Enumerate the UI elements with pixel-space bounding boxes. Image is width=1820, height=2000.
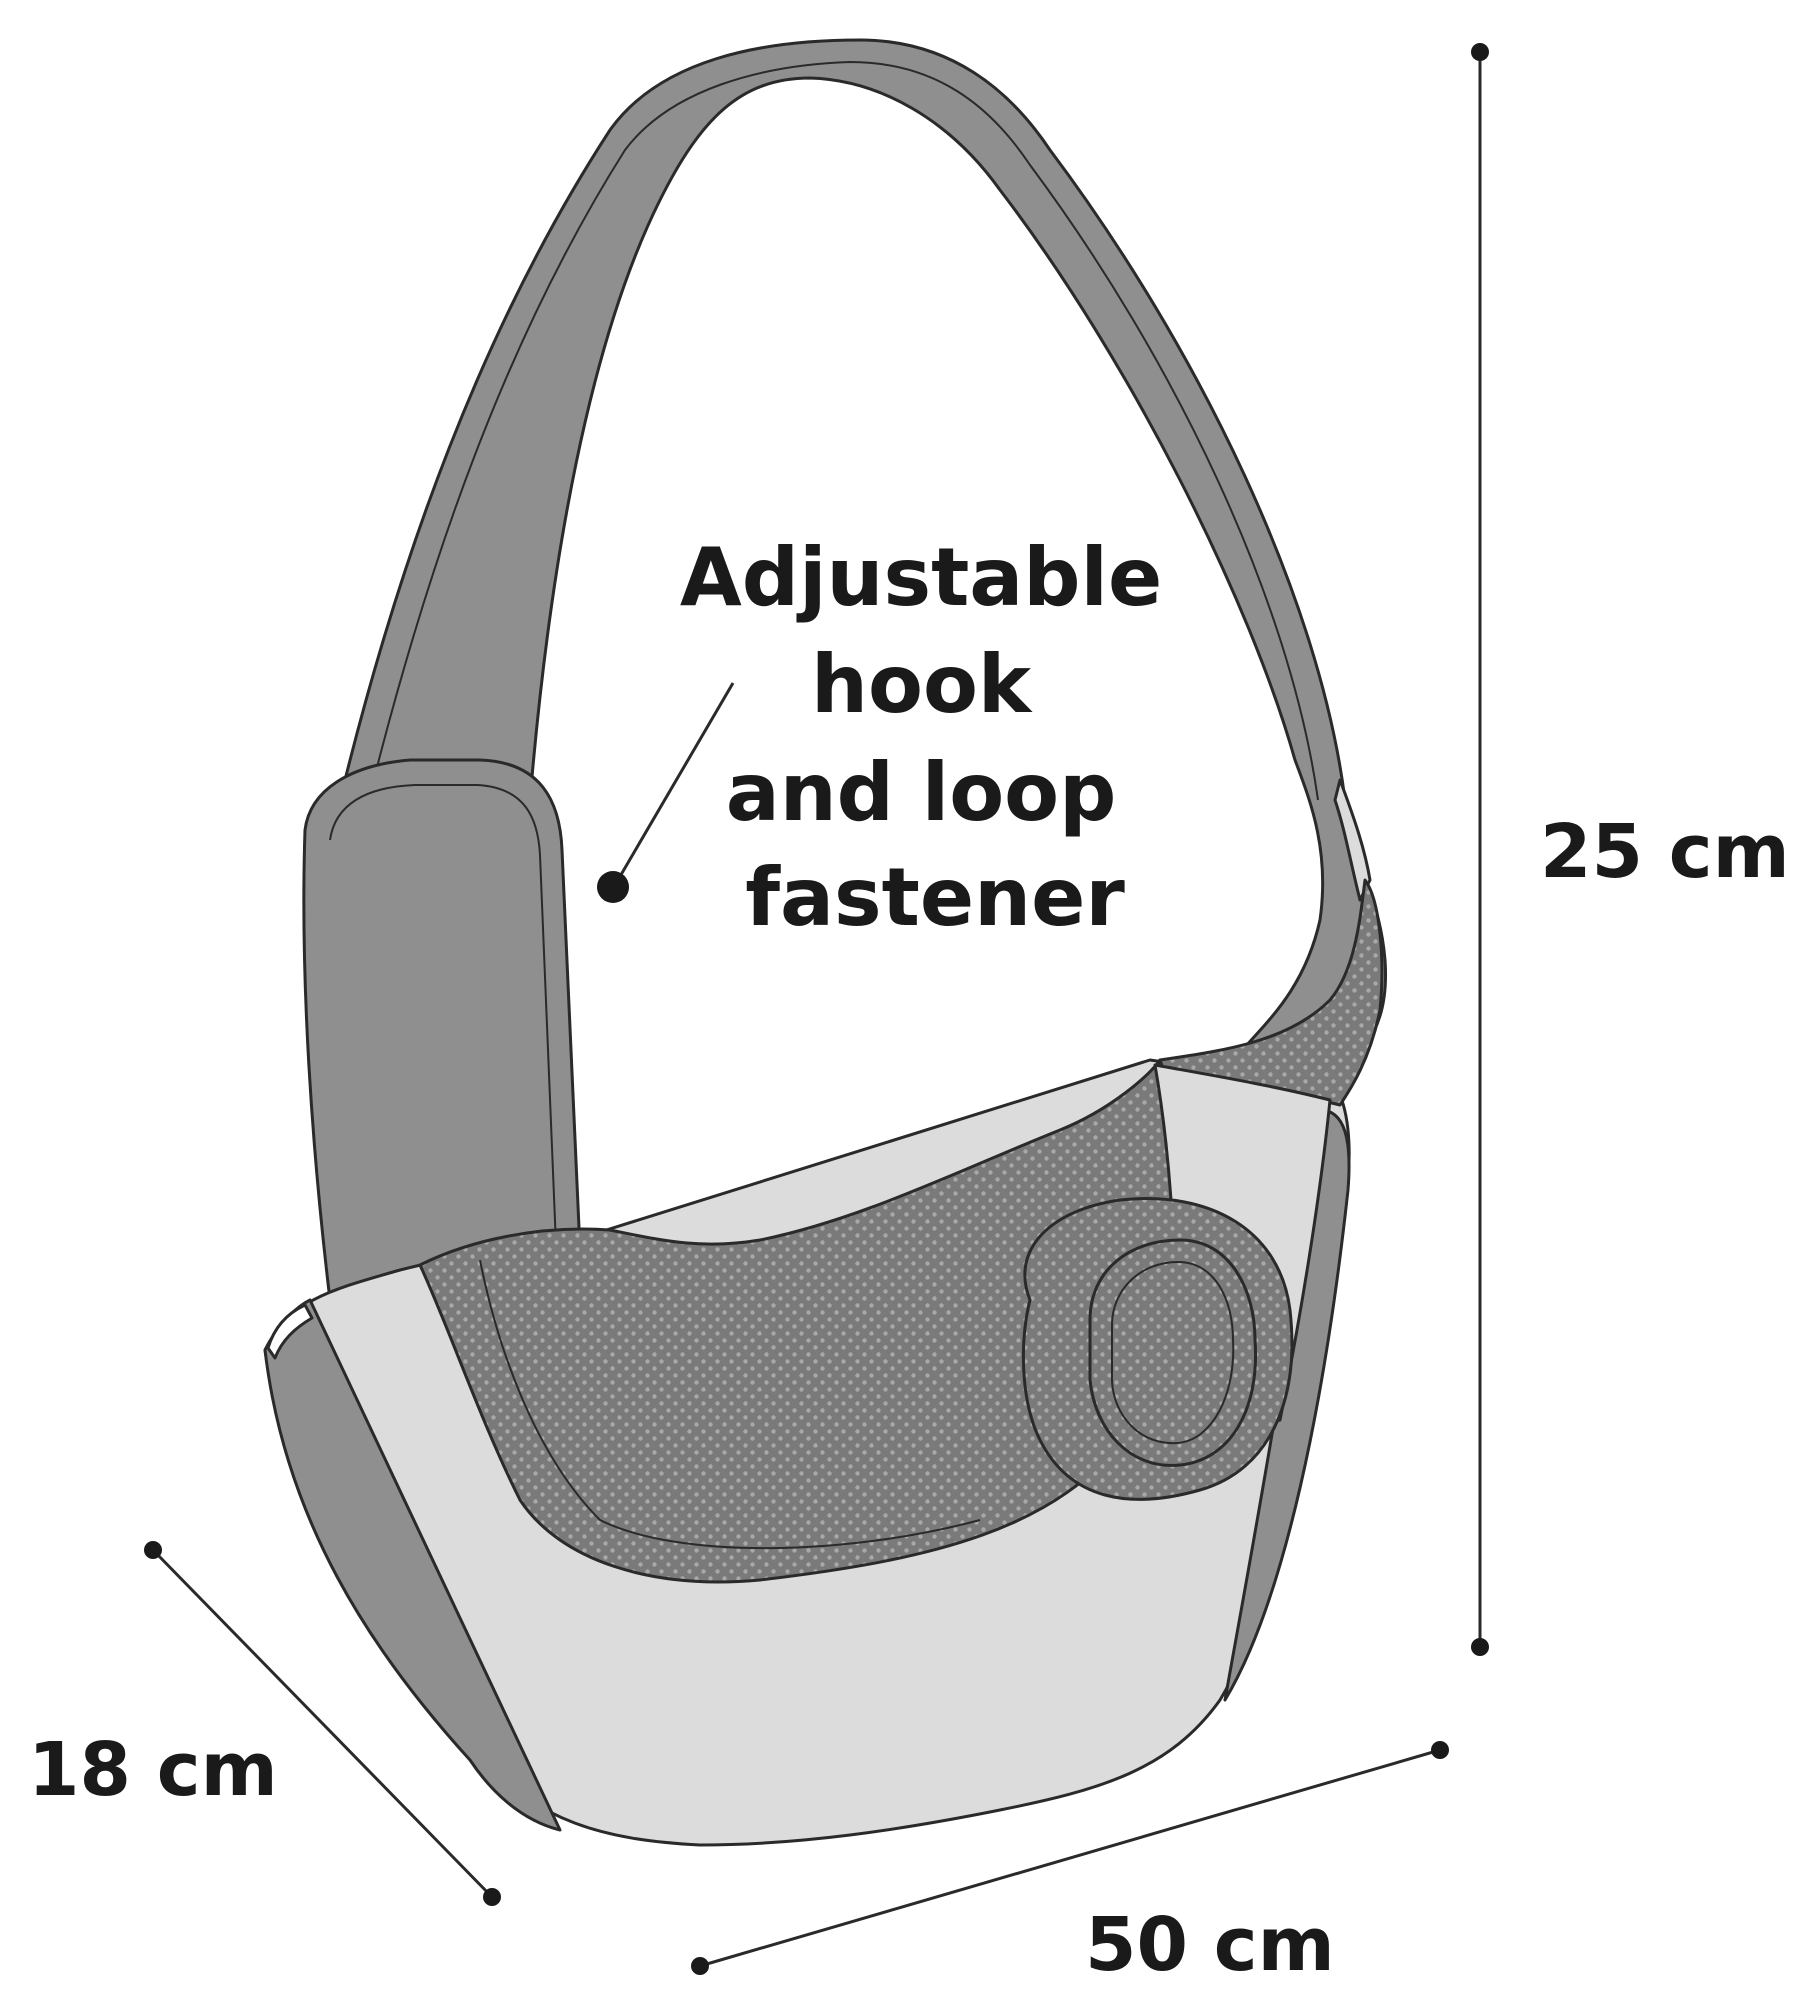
hook-and-loop-pad: [302, 758, 582, 1302]
callout-line-3: and loop: [726, 746, 1117, 839]
width-dimension-end-right: [1431, 1741, 1449, 1759]
height-dimension-end-bottom: [1471, 1638, 1489, 1656]
right-strap-light-band: [1333, 778, 1372, 902]
rim-ring-inner-edge: [1111, 1260, 1235, 1445]
callout-dot: [597, 871, 629, 903]
strap-inner-edge: [374, 60, 1319, 801]
callout-leader-line: [613, 682, 735, 886]
bag-left-tip: [266, 1303, 314, 1360]
pad-inner-edge: [329, 784, 557, 1246]
depth-dimension-end-bottom: [483, 1888, 501, 1906]
width-dimension-line: [699, 1748, 1441, 1968]
callout-line-2: hook: [811, 638, 1033, 731]
height-dimension-label: 25 cm: [1540, 809, 1790, 895]
mesh-lining-inner-edge: [479, 1259, 981, 1550]
bag-side-panel: [263, 1298, 562, 1832]
rim-ring-inner: [1088, 1238, 1258, 1467]
width-dimension-label: 50 cm: [1085, 1902, 1335, 1988]
height-dimension-end-top: [1471, 43, 1489, 61]
depth-dimension-line: [151, 1548, 494, 1899]
callout-label: Adjustable hook and loop fastener: [680, 531, 1190, 944]
depth-dimension-label: 18 cm: [28, 1727, 278, 1813]
width-dimension-end-left: [691, 1957, 709, 1975]
callout-line-1: Adjustable: [680, 531, 1162, 624]
callout-line-4: fastener: [745, 851, 1125, 944]
depth-dimension-end-top: [144, 1541, 162, 1559]
